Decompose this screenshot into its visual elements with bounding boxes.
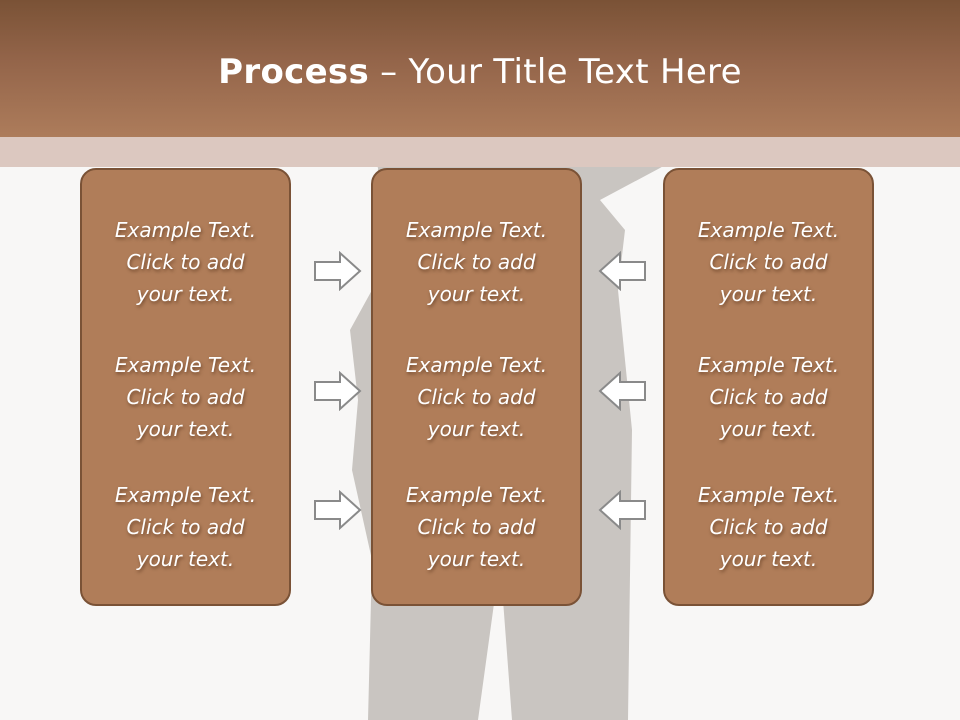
arrow-left-icon	[598, 371, 646, 411]
text-placeholder[interactable]: Example Text. Click to add your text.	[405, 483, 548, 571]
text-placeholder[interactable]: Example Text. Click to add your text.	[697, 353, 840, 441]
process-panel-left: Example Text. Click to add your text. Ex…	[80, 168, 291, 606]
title-underband	[0, 137, 960, 167]
arrow-right-icon	[314, 490, 362, 530]
text-placeholder[interactable]: Example Text. Click to add your text.	[697, 483, 840, 571]
arrow-left-icon	[598, 490, 646, 530]
arrow-right-icon	[314, 251, 362, 291]
text-placeholder[interactable]: Example Text. Click to add your text.	[114, 483, 257, 571]
process-panel-center: Example Text. Click to add your text. Ex…	[371, 168, 582, 606]
text-placeholder[interactable]: Example Text. Click to add your text.	[405, 218, 548, 306]
arrow-left-icon	[598, 251, 646, 291]
title-bar	[0, 0, 960, 137]
text-placeholder[interactable]: Example Text. Click to add your text.	[697, 218, 840, 306]
title-bold-text: Process	[218, 52, 370, 92]
text-placeholder[interactable]: Example Text. Click to add your text.	[114, 353, 257, 441]
process-panel-right: Example Text. Click to add your text. Ex…	[663, 168, 874, 606]
text-placeholder[interactable]: Example Text. Click to add your text.	[405, 353, 548, 441]
arrow-right-icon	[314, 371, 362, 411]
slide-title[interactable]: Process – Your Title Text Here	[0, 52, 960, 92]
text-placeholder[interactable]: Example Text. Click to add your text.	[114, 218, 257, 306]
title-rest-text: – Your Title Text Here	[369, 52, 742, 92]
